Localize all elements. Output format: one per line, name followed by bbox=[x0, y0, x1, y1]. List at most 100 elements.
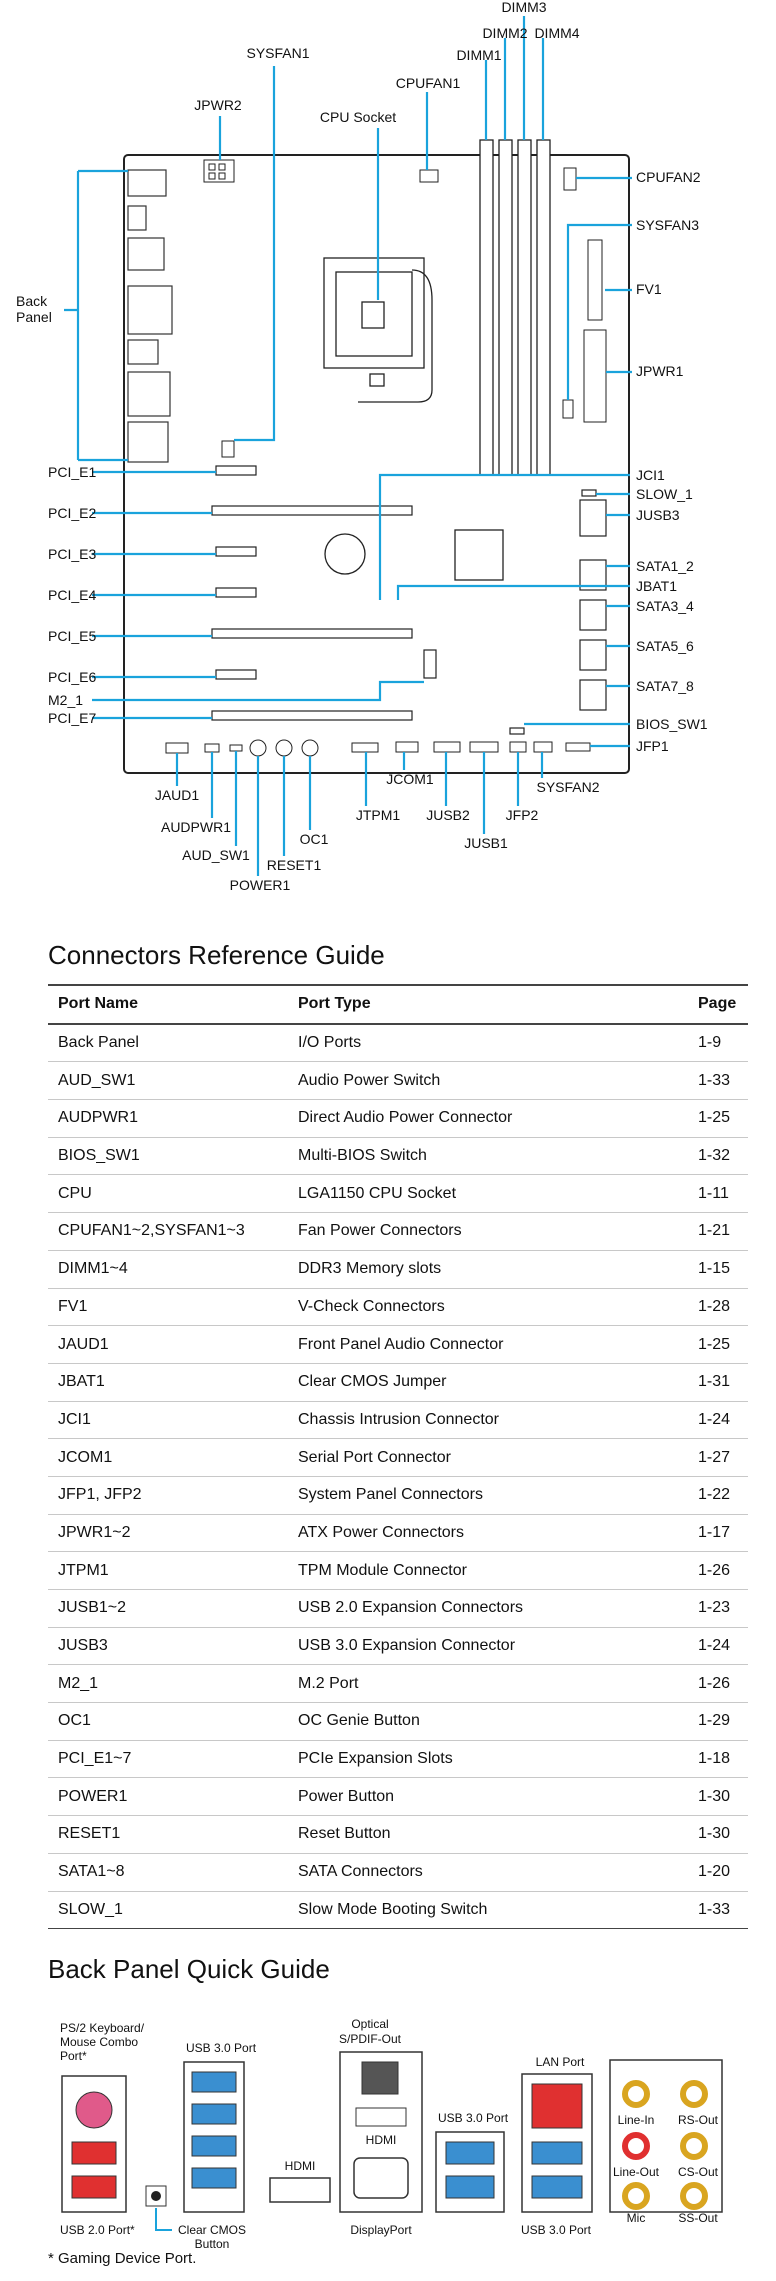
displayport-port bbox=[353, 2157, 409, 2199]
label-bios-sw1: BIOS_SW1 bbox=[636, 716, 708, 732]
label-sysfan2: SYSFAN2 bbox=[536, 779, 599, 795]
label-dimm3: DIMM3 bbox=[501, 0, 546, 15]
label-aud-sw1: AUD_SW1 bbox=[182, 847, 250, 863]
label-sata5-6: SATA5_6 bbox=[636, 638, 694, 654]
cell-port-type: TPM Module Connector bbox=[288, 1551, 688, 1590]
cell-page: 1-26 bbox=[688, 1664, 748, 1704]
line-in-jack bbox=[622, 2080, 650, 2108]
label-dimm1: DIMM1 bbox=[456, 47, 501, 63]
label-pci-e2: PCI_E2 bbox=[48, 505, 96, 521]
cell-port-name: Back Panel bbox=[48, 1023, 288, 1063]
cell-port-type: I/O Ports bbox=[288, 1023, 688, 1063]
cell-port-name: PCI_E1~7 bbox=[48, 1740, 288, 1779]
label-power1: POWER1 bbox=[230, 877, 291, 893]
label-back-panel-2: Panel bbox=[16, 309, 52, 325]
chipset bbox=[454, 529, 504, 581]
cell-port-name: JCOM1 bbox=[48, 1438, 288, 1477]
label-hdmi-inner: HDMI bbox=[366, 2133, 397, 2147]
cell-port-name: OC1 bbox=[48, 1702, 288, 1741]
cell-page: 1-26 bbox=[688, 1551, 748, 1590]
cell-page: 1-28 bbox=[688, 1288, 748, 1327]
optical-port bbox=[361, 2061, 399, 2095]
label-jpwr1: JPWR1 bbox=[636, 363, 684, 379]
fan-headers bbox=[221, 167, 577, 458]
cell-port-type: Front Panel Audio Connector bbox=[288, 1325, 688, 1364]
label-usb30-b: USB 3.0 Port bbox=[438, 2111, 509, 2125]
board-labels: DIMM3 DIMM2 DIMM4 DIMM1 SYSFAN1 CPUFAN1 … bbox=[16, 0, 708, 893]
battery bbox=[324, 533, 366, 575]
label-jpwr2: JPWR2 bbox=[194, 97, 242, 113]
fv1-jpwr1 bbox=[583, 239, 607, 423]
cell-port-name: JUSB3 bbox=[48, 1627, 288, 1666]
usb30-port bbox=[191, 2135, 237, 2157]
cell-port-name: JUSB1~2 bbox=[48, 1589, 288, 1628]
cell-port-type: LGA1150 CPU Socket bbox=[288, 1174, 688, 1214]
leader-lines bbox=[64, 16, 632, 876]
usb2-port-1 bbox=[71, 2141, 117, 2165]
label-cs-out: CS-Out bbox=[678, 2165, 719, 2179]
label-jbat1: JBAT1 bbox=[636, 578, 677, 594]
label-audpwr1: AUDPWR1 bbox=[161, 819, 231, 835]
cell-port-name: JFP1, JFP2 bbox=[48, 1476, 288, 1515]
cell-page: 1-29 bbox=[688, 1702, 748, 1741]
cell-port-name: M2_1 bbox=[48, 1664, 288, 1704]
cell-port-name: JCI1 bbox=[48, 1401, 288, 1440]
cell-port-type: System Panel Connectors bbox=[288, 1476, 688, 1515]
label-ss-out: SS-Out bbox=[678, 2211, 718, 2225]
label-jtpm1: JTPM1 bbox=[356, 807, 401, 823]
clear-cmos-leader bbox=[155, 2208, 172, 2231]
cell-port-name: SATA1~8 bbox=[48, 1853, 288, 1892]
label-sysfan3: SYSFAN3 bbox=[636, 217, 699, 233]
cell-port-name: AUDPWR1 bbox=[48, 1099, 288, 1138]
label-jfp1: JFP1 bbox=[636, 738, 669, 754]
label-clear-cmos-2: Button bbox=[195, 2237, 230, 2250]
cell-port-type: Slow Mode Booting Switch bbox=[288, 1891, 688, 1930]
label-dimm2: DIMM2 bbox=[482, 25, 527, 41]
bottom-headers bbox=[165, 739, 591, 757]
cell-port-type: Power Button bbox=[288, 1777, 688, 1817]
usb30-port bbox=[191, 2071, 237, 2093]
header-port-type: Port Type bbox=[288, 984, 688, 1025]
usb2-port-2 bbox=[71, 2175, 117, 2199]
cell-port-name: RESET1 bbox=[48, 1815, 288, 1854]
cs-out-jack bbox=[680, 2132, 708, 2160]
label-mic: Mic bbox=[627, 2211, 646, 2225]
label-clear-cmos-1: Clear CMOS bbox=[178, 2223, 246, 2237]
cell-page: 1-25 bbox=[688, 1099, 748, 1138]
label-optical-2: S/PDIF-Out bbox=[339, 2032, 402, 2046]
cell-page: 1-31 bbox=[688, 1363, 748, 1402]
hdmi-port bbox=[269, 2177, 331, 2203]
mic-jack bbox=[622, 2182, 650, 2210]
label-usb30-a: USB 3.0 Port bbox=[186, 2041, 257, 2055]
label-cpufan2: CPUFAN2 bbox=[636, 169, 701, 185]
usb30-port bbox=[531, 2175, 583, 2199]
label-ps2-2: Mouse Combo bbox=[60, 2035, 138, 2049]
label-sata1-2: SATA1_2 bbox=[636, 558, 694, 574]
cell-port-type: USB 3.0 Expansion Connector bbox=[288, 1627, 688, 1666]
label-pci-e5: PCI_E5 bbox=[48, 628, 96, 644]
label-m2-1: M2_1 bbox=[48, 692, 83, 708]
cell-port-name: POWER1 bbox=[48, 1777, 288, 1817]
label-displayport: DisplayPort bbox=[350, 2223, 412, 2237]
cell-port-name: AUD_SW1 bbox=[48, 1061, 288, 1101]
label-pci-e6: PCI_E6 bbox=[48, 669, 96, 685]
label-oc1: OC1 bbox=[300, 831, 329, 847]
footnote: * Gaming Device Port. bbox=[48, 2250, 197, 2267]
cell-port-type: Chassis Intrusion Connector bbox=[288, 1401, 688, 1440]
cell-page: 1-9 bbox=[688, 1023, 748, 1063]
cell-page: 1-24 bbox=[688, 1401, 748, 1440]
cell-page: 1-23 bbox=[688, 1589, 748, 1628]
cell-port-type: Clear CMOS Jumper bbox=[288, 1363, 688, 1402]
label-jusb2: JUSB2 bbox=[426, 807, 470, 823]
hdmi-inner-port bbox=[355, 2107, 407, 2127]
cell-page: 1-25 bbox=[688, 1325, 748, 1364]
